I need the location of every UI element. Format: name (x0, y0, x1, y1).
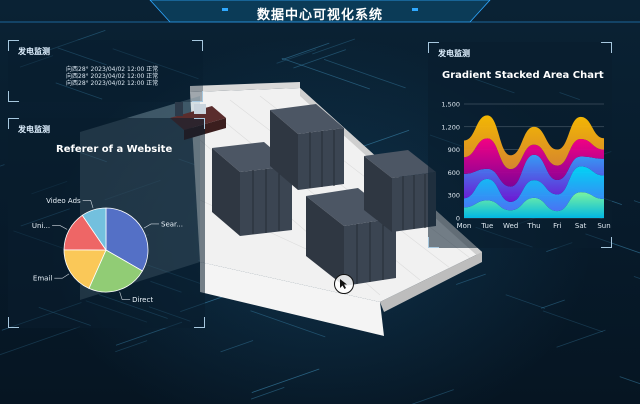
pie-label: Direct (132, 296, 153, 304)
pie-label-line (54, 273, 70, 279)
pie-label: Sear... (161, 220, 183, 228)
light-streak (556, 329, 606, 348)
pie-slice[interactable] (63, 249, 107, 289)
panel-corner (8, 91, 19, 102)
room-wall-front-left (200, 262, 384, 336)
panel-corner (428, 42, 439, 53)
server-rack-group-2 (270, 104, 344, 190)
x-tick-label: Sat (575, 222, 587, 230)
light-streak (505, 294, 546, 309)
x-tick-label: Wed (503, 222, 518, 230)
x-tick-label: Mon (457, 222, 472, 230)
light-streak (112, 48, 199, 80)
server-rack-group-1 (212, 142, 292, 236)
light-streak (41, 29, 106, 54)
y-tick-label: 0 (456, 215, 460, 223)
panel-title: 发电监测 (438, 49, 470, 58)
panel-corner (8, 118, 19, 129)
pie-slice[interactable] (81, 207, 107, 252)
light-streak (250, 387, 285, 400)
panel-power-monitor-top: 发电监测 向西28° 2023/04/02 12:00 正常 向西28° 202… (8, 40, 203, 102)
room-wall-back (190, 82, 300, 92)
page-title: 数据中心可视化系统 (256, 8, 383, 23)
pie-label-line (119, 291, 131, 300)
panel-corner (192, 40, 203, 51)
pie-label-line (143, 223, 160, 229)
header-bar (0, 0, 640, 23)
panel-title: 发电监测 (18, 125, 50, 134)
status-row: 向西28° 2023/04/02 12:00 正常 (66, 80, 159, 87)
panel-corner (192, 91, 203, 102)
y-tick-label: 1,500 (441, 101, 460, 109)
area-series-band[interactable] (464, 115, 604, 170)
light-streak (411, 389, 454, 404)
y-tick-label: 300 (448, 192, 460, 200)
light-streak (57, 47, 107, 66)
pie-label-line (52, 225, 68, 230)
panel-corner (8, 317, 19, 328)
area-series-band[interactable] (464, 192, 604, 218)
light-streak (456, 273, 486, 285)
y-tick-label: 1,200 (441, 123, 460, 131)
pie-label: Uni... (32, 222, 50, 230)
area-series-band[interactable] (464, 138, 604, 187)
y-tick-label: 600 (448, 169, 460, 177)
light-streak (619, 376, 640, 385)
pie-label-line (82, 200, 94, 209)
pie-slice[interactable] (88, 249, 143, 293)
area-chart-title: Gradient Stacked Area Chart (442, 70, 604, 81)
light-streak (220, 340, 254, 353)
pie-slice[interactable] (105, 207, 149, 272)
light-streak (115, 340, 148, 353)
light-streak (281, 42, 330, 61)
status-row: 向西28° 2023/04/02 12:00 正常 (66, 73, 159, 80)
light-streak (541, 299, 565, 309)
panel-corner (8, 40, 19, 51)
x-tick-label: Tue (480, 222, 493, 230)
server-rack-group-4 (364, 150, 436, 232)
panel-corner (428, 237, 439, 248)
light-streak (19, 55, 54, 68)
panel-corner (601, 42, 612, 53)
y-tick-label: 900 (448, 146, 460, 154)
light-streak (293, 49, 346, 69)
area-series-band[interactable] (464, 154, 604, 202)
light-streak (312, 38, 356, 55)
status-row: 向西28° 2023/04/02 12:00 正常 (66, 66, 159, 73)
panel-title: 发电监测 (18, 47, 50, 56)
x-tick-label: Fri (553, 222, 561, 230)
light-streak (542, 310, 603, 333)
light-streak (281, 57, 370, 90)
light-streak (323, 59, 406, 89)
pie-chart: Sear... Direct Email Uni... Video Ads (32, 197, 183, 304)
light-streak (0, 326, 81, 356)
x-tick-label: Sun (597, 222, 610, 230)
light-streak (276, 49, 317, 64)
pointer-arrow-icon (340, 279, 347, 289)
light-streak (55, 82, 103, 100)
x-tick-label: Thu (526, 222, 540, 230)
light-streak (250, 310, 326, 338)
pie-chart-title: Referer of a Website (56, 144, 173, 155)
pie-label: Video Ads (46, 197, 81, 205)
panel-corner (194, 118, 205, 129)
light-streak (633, 276, 640, 279)
area-series-band[interactable] (464, 166, 604, 212)
panel-corner (601, 237, 612, 248)
light-streak (251, 368, 320, 393)
mouse-cursor (334, 274, 354, 294)
status-list: 向西28° 2023/04/02 12:00 正常 向西28° 2023/04/… (66, 66, 158, 87)
panel-corner (194, 317, 205, 328)
pie-label: Email (33, 275, 52, 283)
light-streak (363, 129, 410, 147)
panel-power-monitor-pie: 发电监测 Referer of a Website Sear... Direct E… (8, 118, 205, 328)
room-wall-front (380, 252, 482, 312)
